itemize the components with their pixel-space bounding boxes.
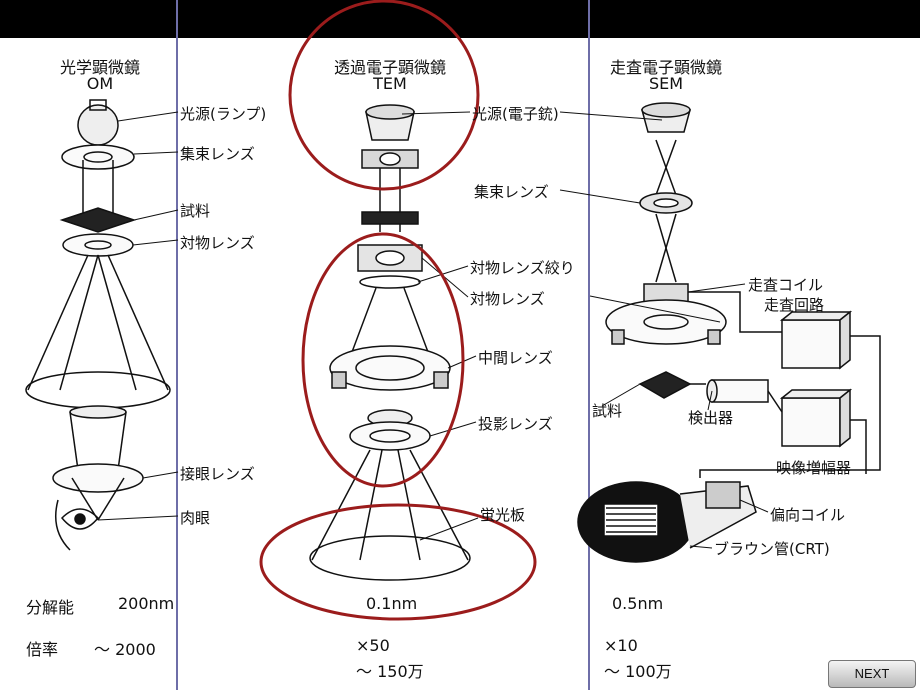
sem-video-amplifier-box [779, 388, 853, 448]
tem-intermediate-lens [329, 345, 451, 391]
sem-label-scan-coil: 走査コイル [748, 276, 824, 294]
tem-label-electron-gun: 光源(電子銃) [472, 105, 559, 123]
resolution-label: 分解能 [26, 598, 75, 617]
om-label-light-source: 光源(ランプ) [180, 105, 267, 123]
sem-detector [690, 379, 769, 403]
om-title: 光学顕微鏡 [59, 58, 140, 77]
sem-beam-middle [655, 213, 677, 283]
tem-objective-aperture [359, 275, 421, 289]
tem-label-projector-lens: 投影レンズ [478, 415, 553, 433]
tem-highlight-panel [176, 0, 590, 690]
sem-label-detector: 検出器 [688, 409, 734, 427]
magnification-om: ～ 2000 [94, 640, 156, 659]
tem-label-intermediate-lens: 中間レンズ [478, 349, 553, 367]
magnification-tem-low: ×50 [356, 636, 390, 655]
om-abbr: OM [86, 74, 114, 93]
om-label-eyepiece: 接眼レンズ [180, 465, 255, 483]
magnification-sem-low: ×10 [604, 636, 638, 655]
om-condenser-lens [61, 144, 135, 170]
om-label-specimen: 試料 [180, 202, 211, 220]
tem-abbr: TEM [373, 74, 407, 93]
tem-objective-lens [357, 244, 423, 272]
sem-label-crt: ブラウン管(CRT) [714, 540, 830, 558]
tem-condenser-lens [361, 149, 419, 169]
om-label-objective-lens: 対物レンズ [180, 234, 255, 252]
magnification-label: 倍率 [26, 640, 59, 659]
sem-abbr: SEM [648, 74, 684, 93]
om-tube [82, 160, 114, 215]
sem-label-deflection-coil: 偏向コイル [770, 506, 846, 524]
highlight-lens-ellipse [301, 232, 465, 488]
om-lamp [77, 99, 119, 146]
magnification-tem-high: ～ 150万 [356, 662, 424, 681]
om-eyepiece [52, 405, 144, 521]
resolution-sem: 0.5nm [612, 594, 664, 613]
tem-label-objective-aperture: 対物レンズ絞り [470, 259, 575, 277]
sem-wiring [688, 291, 881, 478]
resolution-om: 200nm [118, 594, 175, 613]
om-label-condenser-lens: 集束レンズ [180, 145, 255, 163]
sem-beam-upper [655, 139, 677, 196]
top-bar [0, 0, 920, 38]
sem-specimen [638, 371, 692, 399]
tem-title: 透過電子顕微鏡 [333, 58, 446, 77]
tem-projector-lens [349, 409, 431, 451]
tem-electron-gun [365, 104, 415, 141]
om-light-cone [25, 254, 171, 409]
tem-label-objective-lens: 対物レンズ [470, 290, 545, 308]
sem-label-scan-circuit: 走査回路 [764, 296, 825, 314]
sem-objective-lens [605, 299, 727, 345]
next-button[interactable]: NEXT [828, 660, 916, 688]
sem-label-condenser-lens: 集束レンズ [474, 183, 549, 201]
om-objective-lens [62, 233, 134, 257]
leader-lines [97, 111, 769, 549]
sem-label-specimen: 試料 [592, 402, 623, 420]
resolution-tem: 0.1nm [366, 594, 418, 613]
tem-label-fluorescent-screen: 蛍光板 [480, 506, 526, 524]
sem-scan-circuit-box [779, 310, 853, 370]
sem-electron-gun [641, 102, 691, 133]
highlight-ellipses [259, 0, 537, 621]
om-label-naked-eye: 肉眼 [180, 509, 211, 527]
om-specimen [59, 207, 137, 233]
sem-crt [577, 481, 757, 563]
sem-label-video-amplifier: 映像増幅器 [776, 459, 852, 477]
tem-fluorescent-screen [309, 535, 471, 581]
sem-condenser-lens [639, 192, 693, 214]
magnification-sem-high: ～ 100万 [604, 662, 672, 681]
tem-specimen [361, 211, 419, 225]
highlight-source-ellipse [288, 0, 480, 191]
sem-title: 走査電子顕微鏡 [609, 58, 722, 77]
om-eye-icon [55, 499, 100, 551]
highlight-screen-ellipse [259, 503, 537, 621]
